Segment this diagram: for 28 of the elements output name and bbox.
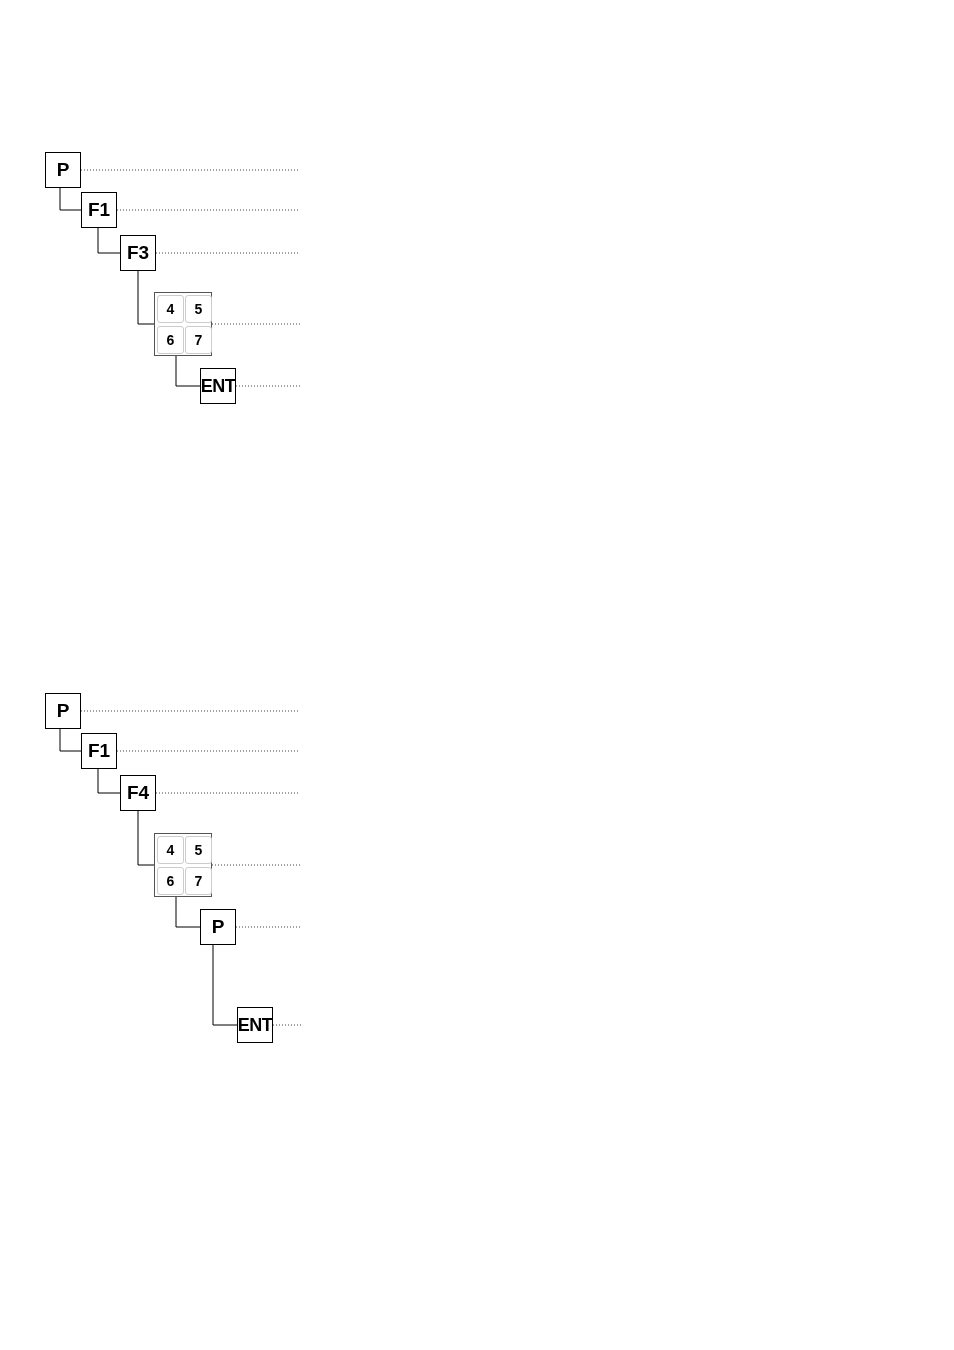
key: ENT xyxy=(200,368,236,404)
key: 7 xyxy=(185,326,212,354)
key: ENT xyxy=(237,1007,273,1043)
key: 4 xyxy=(157,295,184,323)
connector-line xyxy=(59,187,82,211)
key: 5 xyxy=(185,836,212,864)
key: F1 xyxy=(81,733,117,769)
key: 4 xyxy=(157,836,184,864)
key: F3 xyxy=(120,235,156,271)
key: F4 xyxy=(120,775,156,811)
connector-line xyxy=(212,944,238,1026)
connector-line xyxy=(59,728,82,752)
key: P xyxy=(45,152,81,188)
connector-line xyxy=(137,270,155,325)
connector-line xyxy=(97,227,121,254)
key: 6 xyxy=(157,867,184,895)
keypad xyxy=(154,833,212,897)
connector-line xyxy=(97,768,121,794)
keypad xyxy=(154,292,212,356)
connector-line xyxy=(175,355,201,387)
key: 7 xyxy=(185,867,212,895)
key: 6 xyxy=(157,326,184,354)
connector-line xyxy=(137,810,155,866)
key: 5 xyxy=(185,295,212,323)
key: F1 xyxy=(81,192,117,228)
connector-line xyxy=(175,896,201,928)
key: P xyxy=(45,693,81,729)
key: P xyxy=(200,909,236,945)
